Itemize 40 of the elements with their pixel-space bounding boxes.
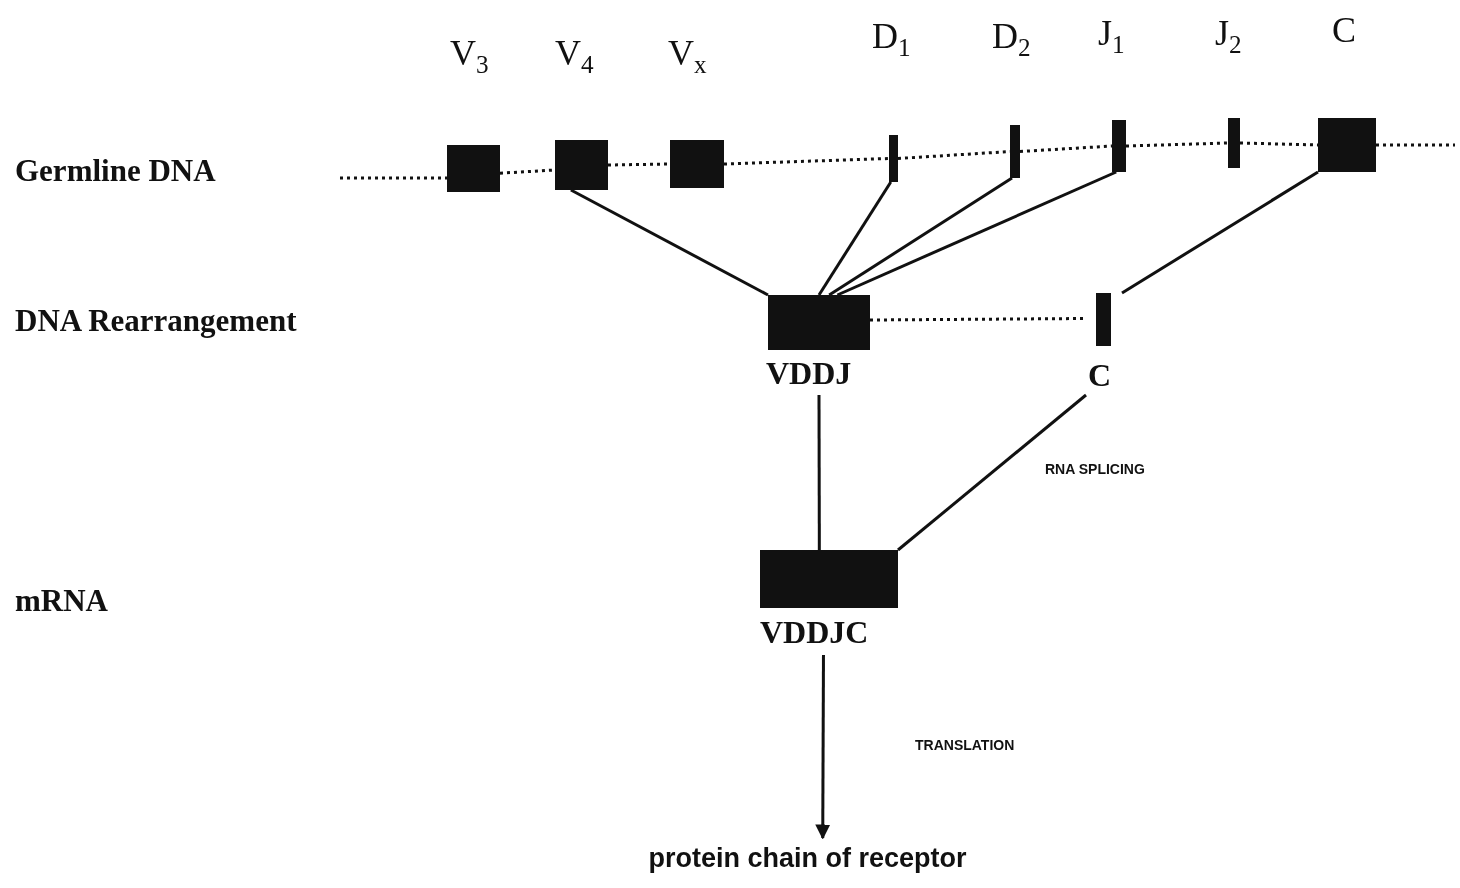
dotted-line	[723, 157, 890, 166]
gene-segment-label: J$_{1}$	[1098, 15, 1125, 58]
stage-label: DNA Rearrangement	[15, 305, 297, 336]
connector-line	[817, 181, 893, 296]
gene-segment-label: V$_{x}$	[668, 35, 707, 78]
gene-segment-label: D$_{2}$	[992, 18, 1031, 61]
arrow	[815, 655, 831, 840]
dotted-line	[340, 176, 447, 180]
gene-segment-label: J$_{2}$	[1215, 15, 1242, 58]
gene-segment-bar	[889, 135, 898, 182]
dotted-line	[1125, 141, 1229, 148]
connector-line	[897, 393, 1087, 552]
process-label: RNA SPLICING	[1045, 462, 1145, 476]
connector-line	[828, 176, 1013, 297]
gene-segment-block	[447, 145, 500, 192]
gene-segment-label: C	[1332, 12, 1356, 48]
gene-segment-label: V$_{3}$	[450, 35, 489, 78]
product-label: protein chain of receptor	[647, 842, 968, 875]
segment-label: VDDJC	[760, 616, 869, 648]
connector-line	[1121, 170, 1319, 295]
dotted-line	[1376, 143, 1455, 147]
segment-label: C	[1088, 359, 1112, 391]
connector-line	[570, 188, 769, 297]
gene-segment-block	[670, 140, 724, 188]
dotted-line	[1239, 141, 1319, 147]
dotted-line	[1019, 144, 1113, 153]
gene-segment-bar	[1010, 125, 1020, 178]
gene-segment-block	[1318, 118, 1376, 172]
connector-line	[836, 170, 1117, 297]
stage-label: mRNA	[15, 585, 108, 616]
gene-segment-label: V$_{4}$	[555, 35, 594, 78]
connector-line	[817, 395, 821, 550]
process-label: TRANSLATION	[915, 738, 1015, 752]
stage-label: Germline DNA	[15, 155, 216, 186]
dotted-line	[870, 317, 1086, 322]
gene-segment-bar	[1228, 118, 1240, 168]
gene-segment-label: D$_{1}$	[872, 18, 911, 61]
segment-label: VDDJ	[766, 357, 852, 389]
gene-segment-block	[555, 140, 608, 190]
gene-segment-bar	[1112, 120, 1126, 172]
